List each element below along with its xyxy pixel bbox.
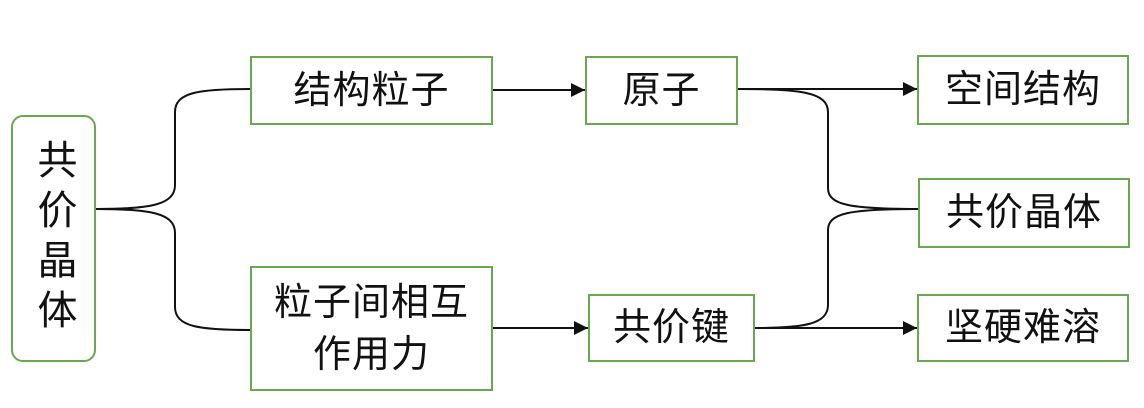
brace-covalent-bond-to-covalent-crystal: [754, 208, 919, 329]
node-atom: 原子: [585, 56, 738, 125]
node-hard-insoluble: 坚硬难溶: [917, 294, 1129, 362]
node-root-covalent-crystal: 共价晶体: [11, 115, 96, 362]
node-structural-particle: 结构粒子: [250, 56, 493, 125]
brace-root-to-structural-particle: [95, 88, 251, 210]
node-spatial-structure: 空间结构: [917, 55, 1129, 125]
node-covalent-crystal: 共价晶体: [918, 178, 1130, 248]
node-covalent-bond: 共价键: [588, 294, 755, 362]
brace-root-to-interparticle-force: [95, 208, 251, 331]
node-interparticle-force: 粒子间相互 作用力: [250, 266, 493, 391]
brace-atom-to-covalent-crystal: [737, 88, 919, 210]
